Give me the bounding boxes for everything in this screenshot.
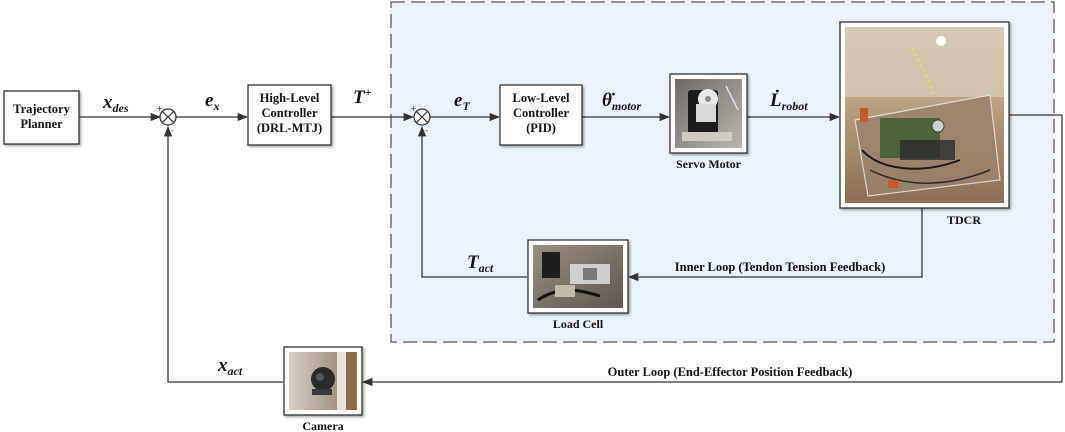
hlc-line3: (DRL-MTJ) <box>257 121 322 135</box>
signal-e-t: eT <box>454 90 470 113</box>
summing-junction-inner: + - <box>410 104 431 135</box>
camera-caption: Camera <box>302 419 343 432</box>
tdcr-image <box>845 27 1004 197</box>
load-cell-block: Load Cell <box>527 239 629 331</box>
wire-outer-feedback <box>361 114 1063 387</box>
hlc-line2: Controller <box>261 106 317 120</box>
signal-l-robot: L̇robot <box>769 89 808 113</box>
high-level-controller-block: High-Level Controller (DRL-MTJ) <box>247 84 332 146</box>
servo-motor-image <box>682 85 739 141</box>
sign-outer-fb: - <box>171 126 174 135</box>
outer-loop-label: Outer Loop (End-Effector Position Feedba… <box>608 365 853 379</box>
inner-loop-label: Inner Loop (Tendon Tension Feedback) <box>675 260 886 274</box>
summing-junction-outer: + - <box>156 104 177 135</box>
signal-theta-motor: θ̇motor <box>602 90 642 113</box>
llc-line3: (PID) <box>526 121 556 135</box>
trajectory-planner-line2: Planner <box>20 117 63 131</box>
wire-tact <box>417 125 527 278</box>
servo-motor-caption: Servo Motor <box>676 157 742 171</box>
camera-image <box>311 352 357 410</box>
trajectory-planner-line1: Trajectory <box>13 102 70 116</box>
llc-line2: Controller <box>513 106 569 120</box>
tdcr-caption: TDCR <box>947 213 981 227</box>
load-cell-image <box>537 252 610 302</box>
wire-xact <box>163 125 283 383</box>
camera-block: Camera <box>283 346 363 432</box>
hlc-line1: High-Level <box>260 91 320 105</box>
signal-x-act: xact <box>217 355 243 378</box>
signal-e-x: ex <box>205 90 219 113</box>
signal-t-plus: T+ <box>353 85 372 108</box>
wire-inner-feedback <box>627 208 923 282</box>
tdcr-block: TDCR <box>839 21 1010 227</box>
signal-x-des: xdes <box>102 92 129 115</box>
sign-inner-in: + <box>410 104 417 113</box>
sign-outer-in: + <box>156 104 163 113</box>
low-level-controller-block: Low-Level Controller (PID) <box>499 84 583 146</box>
llc-line1: Low-Level <box>513 91 570 105</box>
load-cell-caption: Load Cell <box>553 317 604 331</box>
signal-t-act: Tact <box>467 252 494 275</box>
servo-motor-block: Servo Motor <box>669 73 748 171</box>
sign-inner-fb: - <box>425 126 428 135</box>
trajectory-planner-block: Trajectory Planner <box>3 90 80 145</box>
